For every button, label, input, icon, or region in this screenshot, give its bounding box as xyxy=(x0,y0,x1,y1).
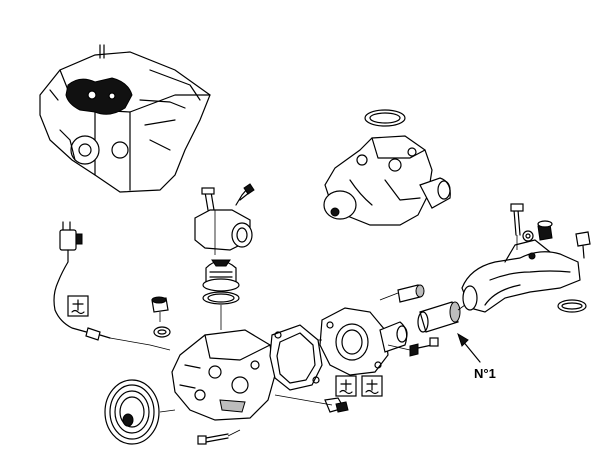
pump-cover xyxy=(319,307,408,376)
hose-sleeve-long xyxy=(417,301,461,333)
blanking-plug xyxy=(151,296,171,338)
coolant-symbol-left xyxy=(67,295,89,317)
callout-n1: N°1 xyxy=(457,332,496,381)
engine-block-overview xyxy=(39,44,211,193)
hose-sleeve-short xyxy=(397,284,425,303)
water-pump-assembled xyxy=(323,109,451,226)
pump-body xyxy=(171,329,276,421)
outlet-o-ring xyxy=(557,299,587,313)
assembly-leader-lines xyxy=(149,210,518,437)
bleed-screw xyxy=(575,231,591,259)
coolant-symbols-pair xyxy=(335,375,383,397)
pump-gasket xyxy=(269,324,323,391)
sender-plug-right xyxy=(522,220,553,242)
outlet-bolt xyxy=(510,203,524,236)
pulley xyxy=(104,379,160,445)
thermostat-housing xyxy=(194,183,255,251)
bolt-bottom xyxy=(197,433,229,445)
temperature-sensor-cable xyxy=(53,221,151,346)
temperature-sender xyxy=(324,397,349,413)
coolant-outlet-pipe xyxy=(461,239,581,313)
thermostat xyxy=(202,259,240,305)
callout-n1-label: N°1 xyxy=(474,366,496,381)
cover-bolts xyxy=(409,337,439,357)
